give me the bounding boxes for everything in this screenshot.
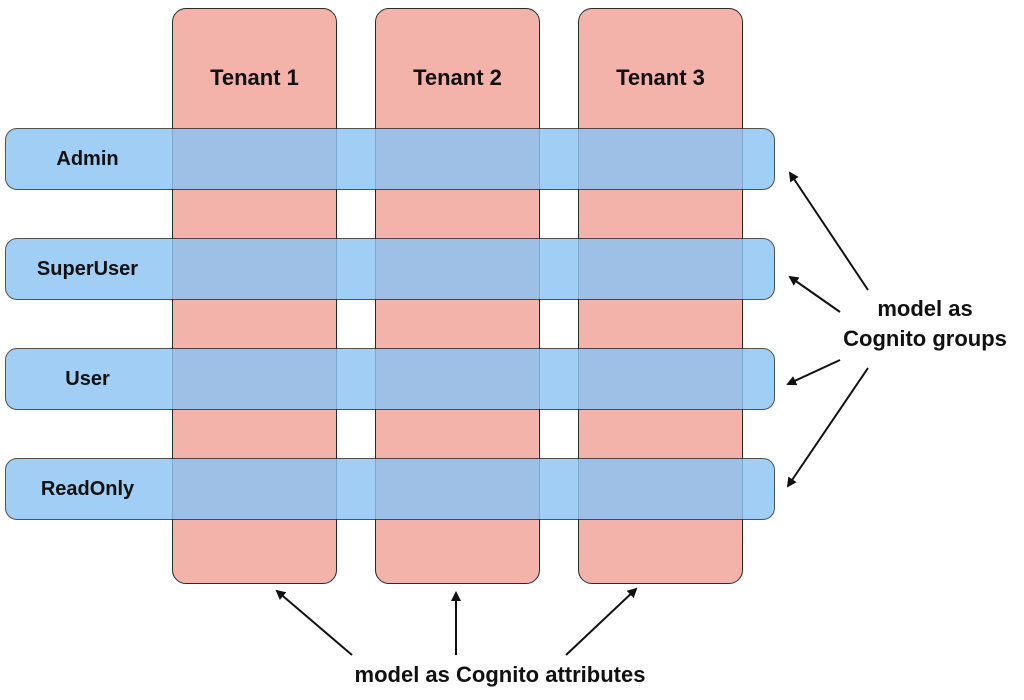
role-band-admin	[5, 128, 775, 190]
tenant-label: Tenant 2	[413, 65, 502, 90]
groups-annotation: model as Cognito groups	[820, 294, 1024, 354]
arrow-to-readonly	[786, 367, 869, 488]
tenant-label: Tenant 1	[210, 65, 299, 90]
role-label: SuperUser	[36, 258, 139, 280]
arrow-to-tenant-3	[565, 587, 638, 656]
role-band-readonly	[5, 458, 775, 520]
tenant-label: Tenant 3	[616, 65, 705, 90]
groups-annotation-line1: model as	[877, 296, 973, 321]
role-label: Admin	[56, 148, 119, 170]
arrow-to-tenant-1	[275, 589, 353, 656]
groups-annotation-line2: Cognito groups	[843, 326, 1007, 351]
role-label: User	[65, 368, 110, 390]
arrow-to-admin	[788, 171, 869, 291]
role-band-superuser	[5, 238, 775, 300]
role-label: ReadOnly	[40, 478, 135, 500]
role-band-user	[5, 348, 775, 410]
arrow-to-user	[786, 359, 841, 386]
attributes-annotation: model as Cognito attributes	[354, 662, 646, 687]
arrow-to-superuser	[788, 275, 841, 313]
